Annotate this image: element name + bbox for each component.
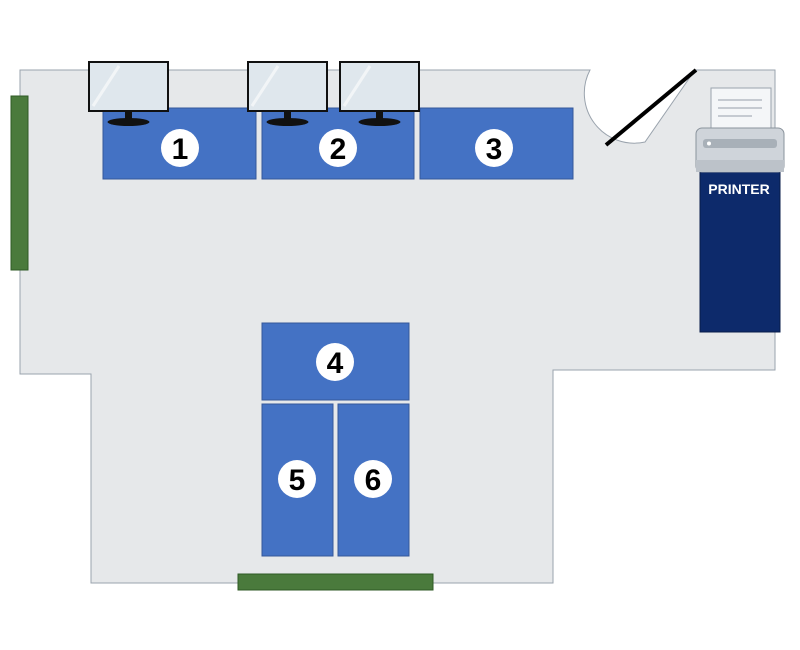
- printer-label: PRINTER: [708, 181, 769, 197]
- monitor-icon: [247, 61, 328, 126]
- printer-icon: [695, 87, 785, 173]
- desk-number: 5: [289, 464, 306, 497]
- desk-number: 1: [172, 133, 189, 166]
- monitor-icon: [339, 61, 420, 126]
- printer-cabinet[interactable]: PRINTER: [699, 171, 781, 333]
- desk-3[interactable]: 3: [419, 107, 574, 180]
- desk-6[interactable]: 6: [337, 403, 410, 557]
- door: [604, 68, 698, 147]
- monitor-icon: [88, 61, 169, 126]
- desk-number: 6: [365, 464, 382, 497]
- desk-number: 2: [330, 133, 347, 166]
- window-bottom: [237, 573, 434, 591]
- desk-5[interactable]: 5: [261, 403, 334, 557]
- desk-number: 4: [327, 347, 344, 380]
- window-left: [10, 95, 29, 271]
- desk-number: 3: [486, 133, 503, 166]
- desk-4[interactable]: 4: [261, 322, 410, 401]
